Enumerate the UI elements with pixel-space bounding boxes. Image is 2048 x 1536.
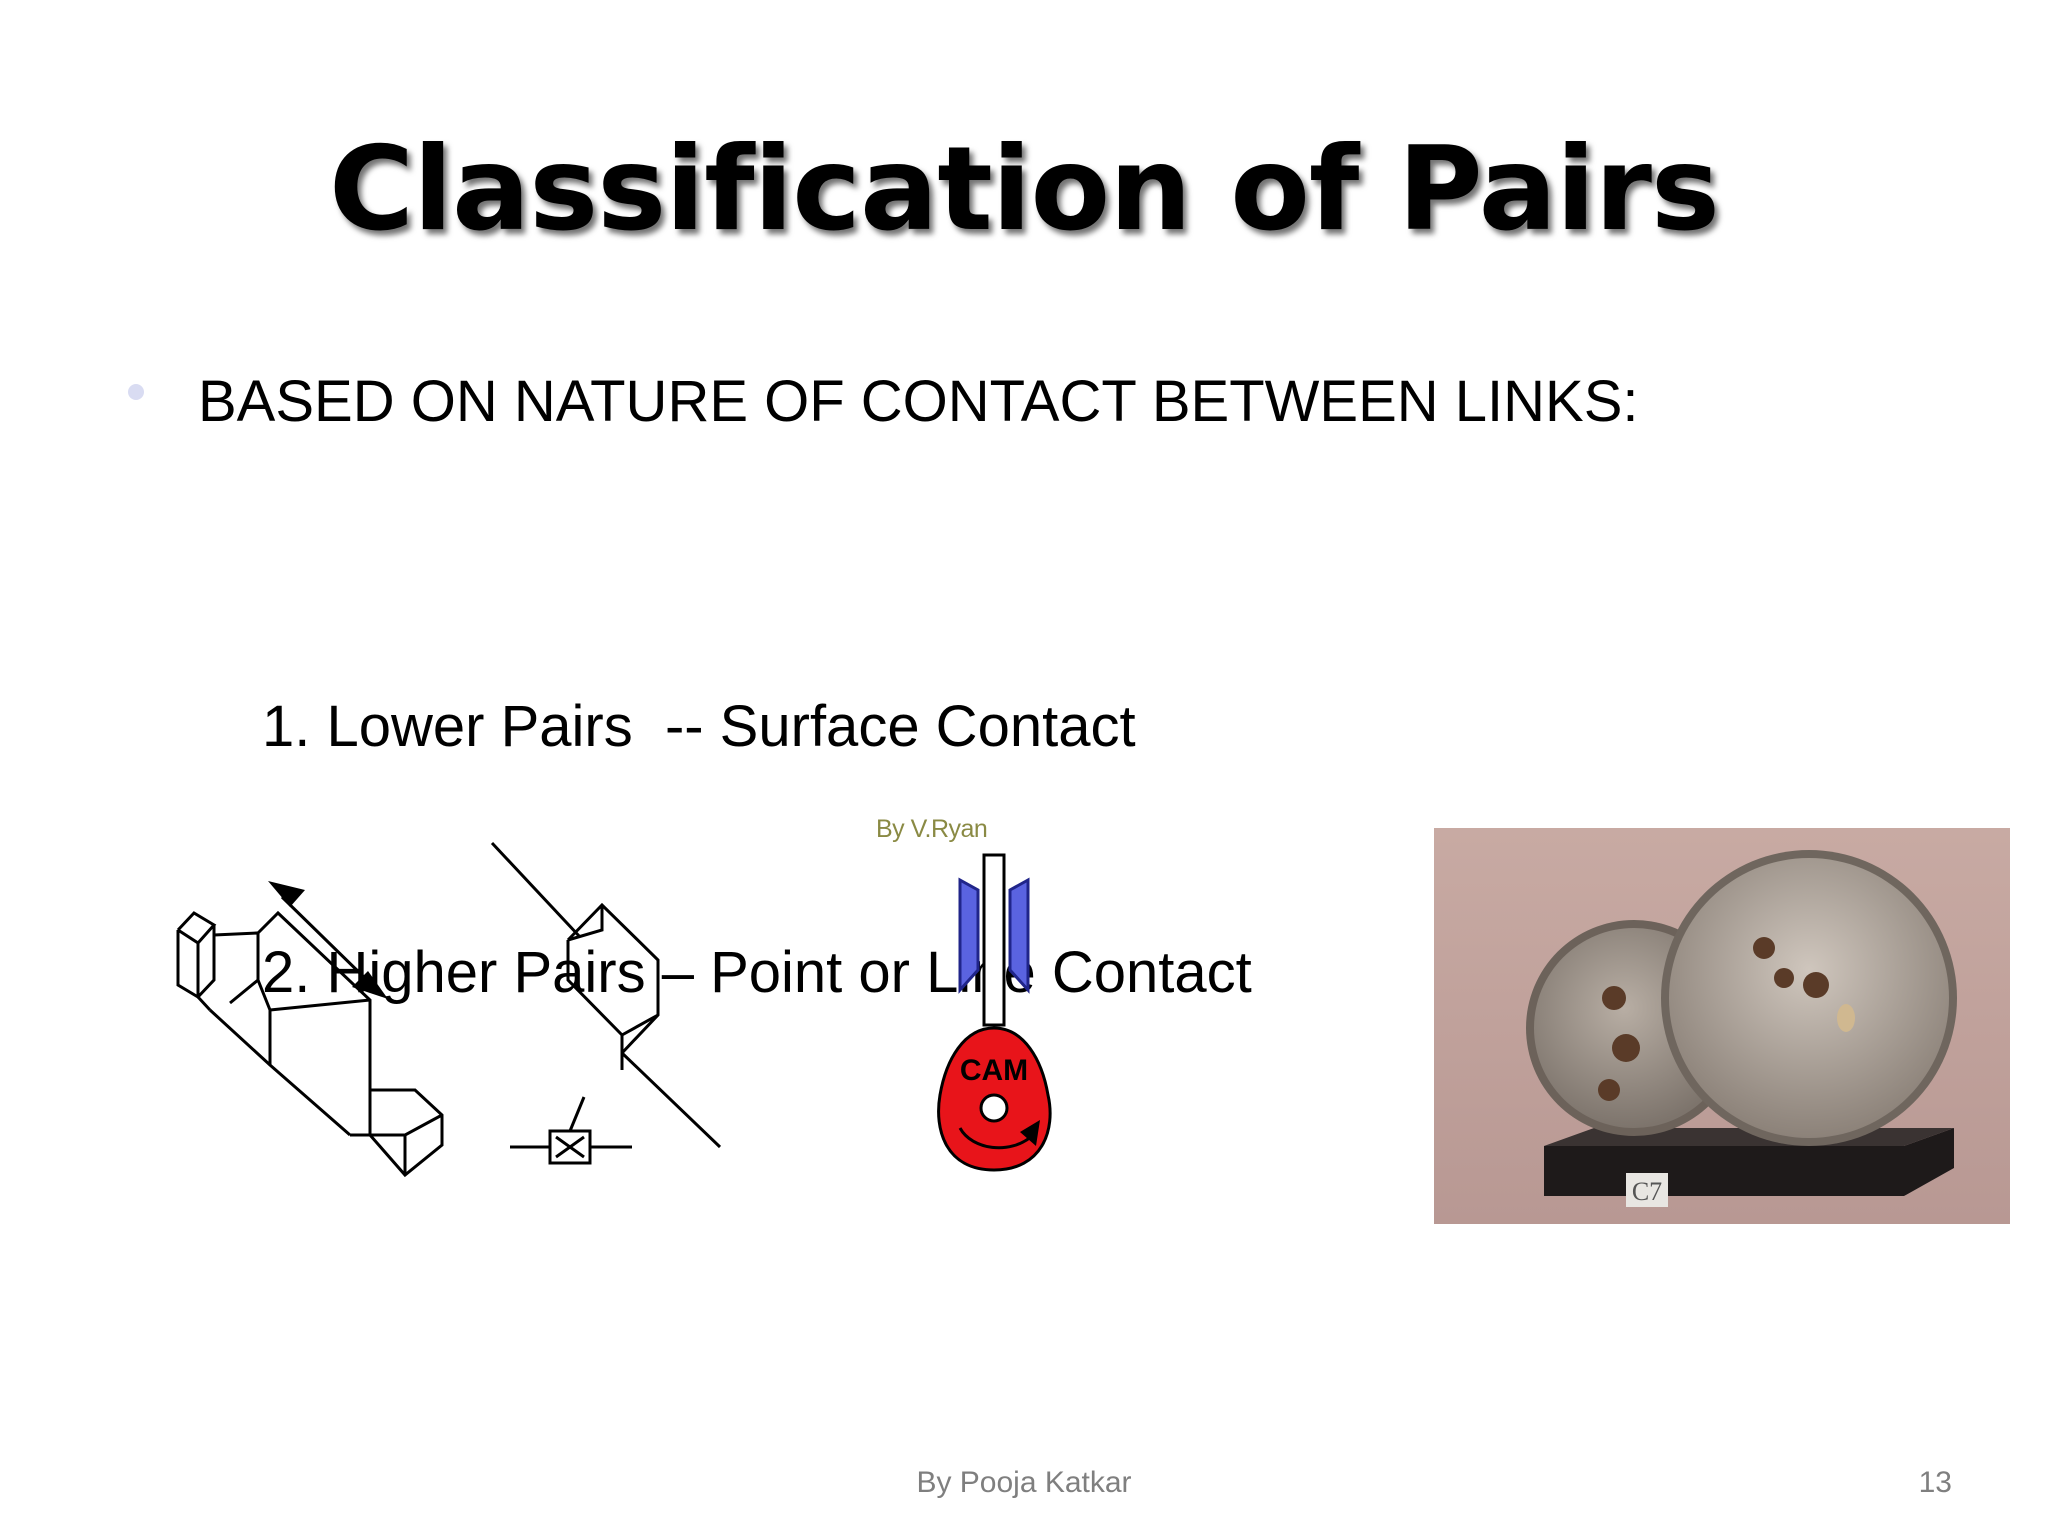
cam-follower-drawing: CAM	[937, 853, 1052, 1172]
sliding-pair-drawing	[176, 841, 722, 1178]
bullet-text: BASED ON NATURE OF CONTACT BETWEEN LINKS…	[198, 369, 1639, 434]
footer-author: By Pooja Katkar	[916, 1466, 1132, 1499]
sub-item-higher-pairs: 2. Higher Pairs – Point or Line Contact	[262, 940, 1252, 1005]
photo-tag: C7	[1632, 1177, 1662, 1206]
sub-list: 1. Lower Pairs -- Surface Contact 2. Hig…	[262, 522, 1252, 1178]
bullet-dot-icon	[128, 384, 144, 400]
sub-item-lower-pairs: 1. Lower Pairs -- Surface Contact	[262, 694, 1136, 759]
slide-title: Classification of Pairs	[329, 122, 1720, 257]
page-number: 13	[1918, 1466, 1952, 1499]
cam-label: CAM	[960, 1054, 1028, 1087]
cam-figure-credit: By V.Ryan	[876, 815, 988, 843]
gear-pair-photo: C7	[1434, 828, 2010, 1224]
